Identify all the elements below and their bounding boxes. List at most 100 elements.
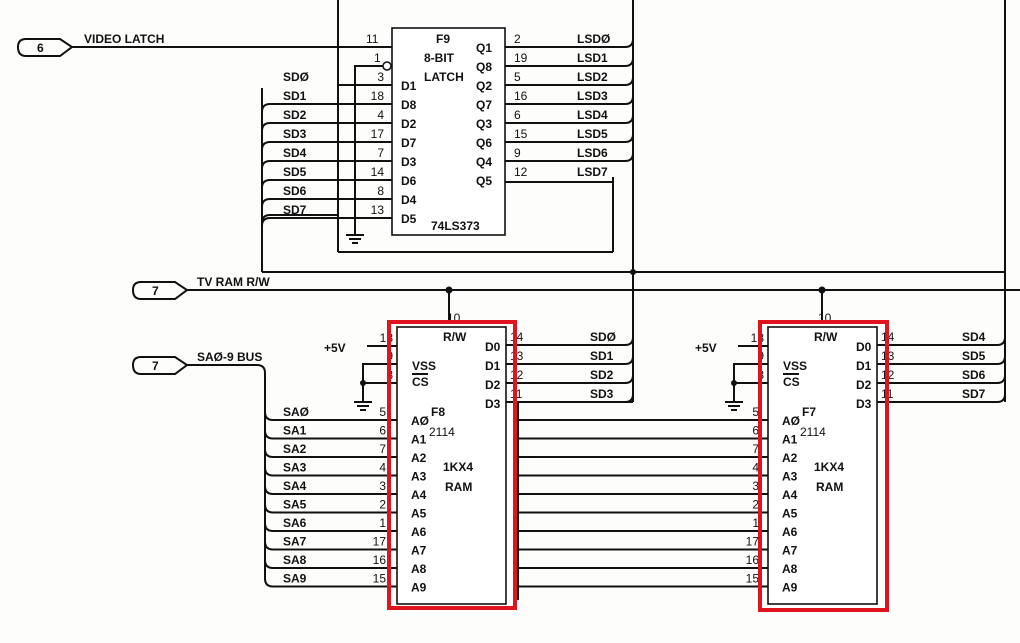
pin-name: A6 [411, 525, 427, 539]
offpage-connector-sa-bus: 7 SAØ-9 BUS [131, 350, 266, 580]
junction-dot [630, 269, 636, 275]
pin-number: 6 [752, 424, 759, 438]
highlight-box-f7 [758, 320, 889, 612]
net-label: SA6 [283, 516, 307, 530]
pin-number: 16 [373, 553, 387, 567]
pin-name: VSS [412, 359, 436, 373]
pin-number: 14 [371, 165, 385, 179]
pin-number: 11 [366, 32, 379, 46]
pin-number: 5 [514, 70, 521, 84]
net-label: LSD5 [577, 127, 608, 141]
pin-name: Q1 [476, 41, 492, 55]
pin-name: D0 [856, 340, 872, 354]
pin-name: D5 [401, 212, 417, 226]
chip-desc: 8-BIT [424, 51, 455, 65]
net-label: SA9 [283, 572, 307, 586]
connector-sheet-number: 6 [37, 41, 44, 55]
pin-name: A8 [411, 562, 427, 576]
offpage-connector-tv-ram-rw: 7 TV RAM R/W [131, 275, 1020, 300]
net-label: SD4 [283, 146, 307, 160]
pin-number: 6 [379, 424, 386, 438]
pin-number: 2 [379, 498, 386, 512]
pin-number: 2 [752, 498, 759, 512]
net-label: SA5 [283, 498, 307, 512]
pin-name: Q2 [476, 79, 492, 93]
pin-number: 13 [371, 203, 385, 217]
pin-number: 4 [752, 461, 759, 475]
pin-name: D6 [401, 174, 417, 188]
pin-number: 5 [379, 405, 386, 419]
pin-name: AØ [411, 414, 429, 428]
pin-name: D2 [401, 117, 417, 131]
net-label: SD7 [283, 203, 307, 217]
chip-ref: F9 [436, 32, 450, 46]
signal-label: SAØ-9 BUS [197, 350, 262, 364]
chip-part: 74LS373 [431, 219, 480, 233]
pin-name: D1 [856, 359, 872, 373]
net-label: SA8 [283, 553, 307, 567]
pin-name: CS [783, 375, 800, 389]
pin-name: A4 [782, 488, 798, 502]
pin-number: 9 [514, 146, 521, 160]
pin-name: D3 [856, 397, 872, 411]
ground-icon [346, 234, 364, 244]
pin-number: 1 [752, 516, 759, 530]
net-label: SAØ [283, 405, 309, 419]
pin-number: 12 [514, 165, 528, 179]
net-label: SA3 [283, 461, 307, 475]
pin-name: D0 [485, 340, 501, 354]
signal-label: VIDEO LATCH [84, 32, 164, 46]
pin-name: A9 [782, 581, 798, 595]
pin-number: 2 [514, 32, 521, 46]
pin-name: D3 [485, 397, 501, 411]
pin-name: A2 [782, 451, 798, 465]
pin-name: A6 [782, 525, 798, 539]
net-label: SD7 [962, 387, 986, 401]
net-label: SDØ [590, 330, 616, 344]
pin-name: A4 [411, 488, 427, 502]
pin-name: A1 [411, 433, 427, 447]
pin-name: Q3 [476, 117, 492, 131]
pin-number: 18 [380, 331, 394, 345]
net-label: SD3 [283, 127, 307, 141]
net-label: SD2 [283, 108, 307, 122]
pin-number: 19 [514, 51, 528, 65]
address-line-sa5: SA5 2 2 [264, 498, 768, 521]
pin-name: A5 [411, 507, 427, 521]
pin-number: 15 [373, 572, 387, 586]
pin-number: 18 [371, 89, 385, 103]
pin-number: 1 [379, 516, 386, 530]
pin-name: D2 [485, 378, 501, 392]
net-label: SD2 [590, 368, 614, 382]
pin-name: D2 [856, 378, 872, 392]
pin-name: D3 [401, 155, 417, 169]
power-label: +5V [695, 341, 717, 355]
pin-number: 3 [379, 479, 386, 493]
net-label: SD1 [283, 89, 307, 103]
pin-name: A2 [411, 451, 427, 465]
pin-name: D8 [401, 98, 417, 112]
chip-ref: F8 [431, 405, 445, 419]
pin-number: 6 [514, 108, 521, 122]
inversion-bubble [382, 61, 392, 71]
pin-number: 15 [514, 127, 528, 141]
pin-name: A8 [782, 562, 798, 576]
pin-name: VSS [783, 359, 807, 373]
junction-dot [818, 286, 826, 294]
